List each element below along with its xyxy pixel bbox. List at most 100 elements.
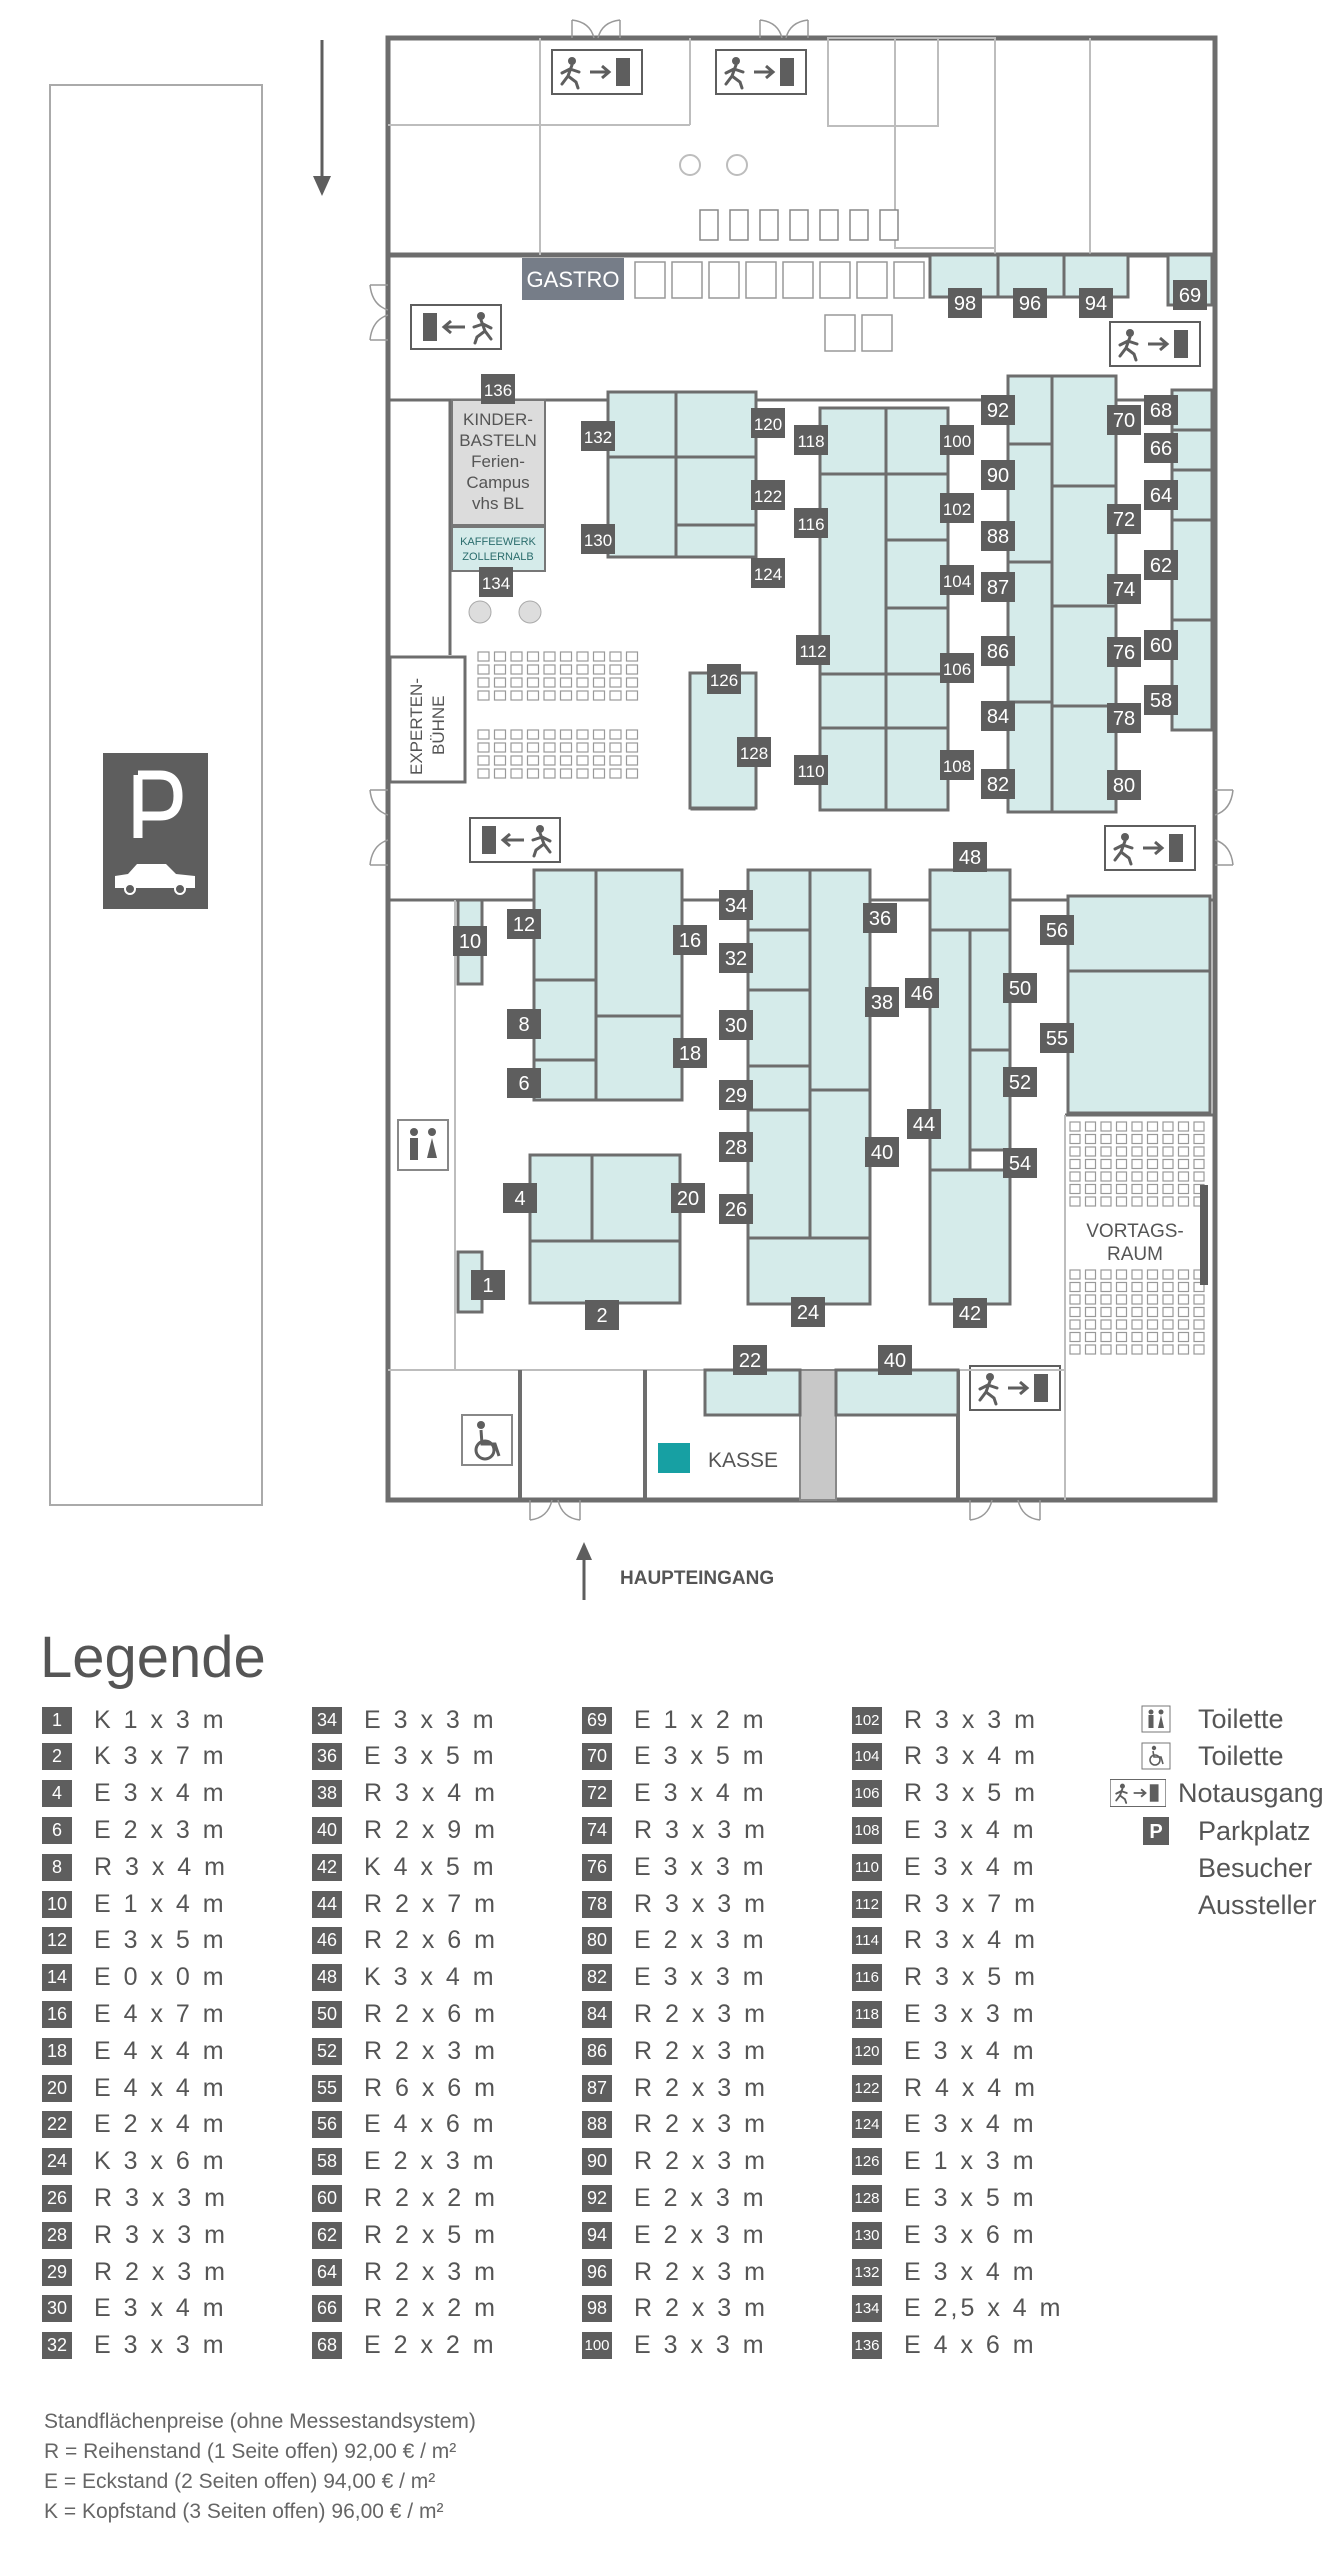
booth[interactable] [590,1153,682,1243]
booth-number-badge[interactable]: 44 [907,1109,941,1139]
booth-number-badge[interactable]: 72 [1107,504,1141,534]
booth[interactable] [818,406,888,476]
booth[interactable] [884,726,950,812]
booth[interactable] [884,606,950,676]
booth-number-badge[interactable]: 6 [507,1068,541,1098]
booth[interactable] [606,390,678,459]
booth-number-badge[interactable]: 55 [1040,1023,1074,1053]
booth[interactable] [968,1048,1012,1152]
booth[interactable] [808,868,872,1092]
booth[interactable] [834,1368,960,1417]
booth-number-badge[interactable]: 124 [751,558,785,588]
booth-number-badge[interactable]: 106 [940,653,974,683]
booth-number-badge[interactable]: 100 [940,425,974,455]
booth[interactable] [818,726,888,812]
booth-number-badge[interactable]: 118 [794,425,828,455]
booth-number-badge[interactable]: 128 [737,737,771,767]
booth-number-badge[interactable]: 62 [1144,550,1178,580]
booth-number-badge[interactable]: 38 [865,987,899,1017]
booth-number-badge[interactable]: 86 [981,636,1015,666]
booth[interactable] [674,523,758,559]
booth-number-badge[interactable]: 70 [1107,405,1141,435]
booth-number-badge[interactable]: 87 [981,572,1015,602]
booth-number-badge[interactable]: 36 [863,903,897,933]
booth-number-badge[interactable]: 134 [479,567,513,597]
booth[interactable] [928,1168,1012,1306]
booth-number-badge[interactable]: 130 [581,524,615,554]
booth[interactable] [1170,518,1214,622]
booth[interactable] [746,1064,812,1112]
booth[interactable] [1050,704,1118,814]
booth[interactable] [884,472,950,542]
booth-number-badge[interactable]: 46 [905,978,939,1008]
booth-number-badge[interactable]: 34 [719,890,753,920]
booth-number-badge[interactable]: 60 [1144,630,1178,660]
booth[interactable] [746,868,812,932]
booth-number-badge[interactable]: 88 [981,521,1015,551]
booth-number-badge[interactable]: 84 [981,701,1015,731]
booth-number-badge[interactable]: 69 [1173,280,1207,310]
booth-number-badge[interactable]: 29 [719,1080,753,1110]
booth-number-badge[interactable]: 10 [453,926,487,956]
booth-number-badge[interactable]: 18 [673,1038,707,1068]
booth-number-badge[interactable]: 4 [503,1183,537,1213]
booth[interactable] [1050,604,1118,708]
booth[interactable] [884,538,950,610]
booth-number-badge[interactable]: 16 [673,925,707,955]
booth-number-badge[interactable]: 54 [1003,1148,1037,1178]
booth-number-badge[interactable]: 104 [940,565,974,595]
booth-number-badge[interactable]: 8 [507,1009,541,1039]
booth-number-badge[interactable]: 2 [585,1300,619,1330]
booth-number-badge[interactable]: 110 [794,755,828,785]
booth[interactable] [1066,894,1212,973]
booth-number-badge[interactable]: 80 [1107,770,1141,800]
booth-number-badge[interactable]: 22 [733,1345,767,1375]
booth-number-badge[interactable]: 68 [1144,395,1178,425]
booth-number-badge[interactable]: 136 [481,374,515,404]
booth-number-badge[interactable]: 50 [1003,973,1037,1003]
booth-number-badge[interactable]: 96 [1013,288,1047,318]
booth[interactable] [1050,374,1118,488]
booth-number-badge[interactable]: 82 [981,769,1015,799]
booth-number-badge[interactable]: 56 [1040,915,1074,945]
booth[interactable] [746,988,812,1068]
booth[interactable] [746,928,812,992]
booth[interactable] [703,1368,802,1417]
booth[interactable] [528,1239,682,1305]
booth-number-badge[interactable]: 26 [719,1194,753,1224]
booth[interactable] [884,672,950,730]
booth[interactable] [532,978,598,1062]
booth-number-badge[interactable]: 76 [1107,637,1141,667]
booth-number-badge[interactable]: 102 [940,493,974,523]
booth[interactable] [594,1014,684,1102]
booth-number-badge[interactable]: 108 [940,750,974,780]
booth-number-badge[interactable]: 120 [751,408,785,438]
booth[interactable] [808,1088,872,1240]
booth-number-badge[interactable]: 132 [581,421,615,451]
booth-number-badge[interactable]: 52 [1003,1067,1037,1097]
booth-number-badge[interactable]: 112 [796,635,830,665]
booth-number-badge[interactable]: 126 [707,664,741,694]
booth-number-badge[interactable]: 122 [751,480,785,510]
booth-number-badge[interactable]: 40 [865,1137,899,1167]
booth[interactable] [1170,618,1214,732]
booth[interactable] [674,390,758,459]
booth-number-badge[interactable]: 28 [719,1132,753,1162]
booth[interactable] [532,1058,598,1102]
booth-number-badge[interactable]: 48 [953,842,987,872]
booth-number-badge[interactable]: 78 [1107,703,1141,733]
booth[interactable] [1050,484,1118,608]
booth[interactable] [606,455,678,559]
booth-number-badge[interactable]: 32 [719,943,753,973]
booth-number-badge[interactable]: 94 [1079,288,1113,318]
booth[interactable] [1066,969,1212,1115]
booth[interactable] [884,406,950,476]
booth-number-badge[interactable]: 98 [948,288,982,318]
booth-number-badge[interactable]: 66 [1144,433,1178,463]
booth-number-badge[interactable]: 42 [953,1298,987,1328]
booth[interactable] [674,455,758,527]
booth[interactable] [532,868,598,982]
booth-number-badge[interactable]: 74 [1107,574,1141,604]
booth-number-badge[interactable]: 58 [1144,685,1178,715]
booth-number-badge[interactable]: 116 [794,508,828,538]
